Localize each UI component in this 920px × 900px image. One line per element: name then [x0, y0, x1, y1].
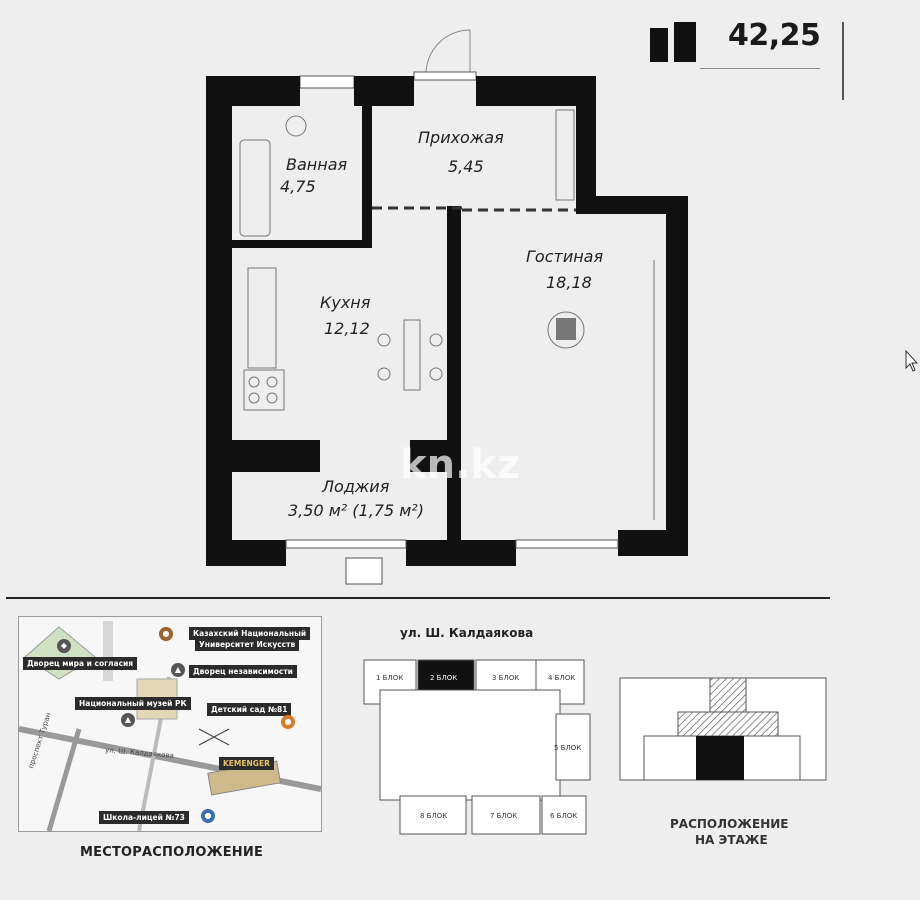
block-8-label: 8 БЛОК [420, 812, 447, 820]
watermark: kn.kz [400, 442, 520, 488]
block-3-label: 3 БЛОК [492, 674, 519, 682]
room-bath-name: Ванная [286, 155, 348, 174]
map-school-label: Школа-лицей №73 [99, 811, 189, 824]
map-museum-icon: ▲ [121, 713, 135, 727]
map-university-label-2: Университет Искусств [195, 638, 300, 651]
floor-plan: Ванная 4,75 Прихожая 5,45 Гостиная 18,18… [206, 29, 688, 585]
room-hall-name: Прихожая [418, 128, 504, 147]
block-2-label: 2 БЛОК [430, 674, 457, 682]
map-palace-independence-icon: ▲ [171, 663, 185, 677]
map-university-icon: ● [159, 627, 173, 641]
site-plan-street: ул. Ш. Калдаякова [400, 626, 534, 640]
map-palace-peace-label: Дворец мира и согласия [23, 657, 138, 670]
cursor-icon [905, 350, 919, 372]
block-6-label: 6 БЛОК [550, 812, 577, 820]
header-rule [700, 68, 820, 69]
block-7-label: 7 БЛОК [490, 812, 517, 820]
floor-position-caption-2: НА ЭТАЖЕ [695, 833, 768, 847]
floor-position-caption-1: РАСПОЛОЖЕНИЕ [670, 817, 788, 831]
room-bath-area: 4,75 [280, 177, 316, 196]
map-palace-independence-label: Дворец независимости [189, 665, 297, 678]
room-loggia-name: Лоджия [321, 477, 390, 496]
block-1-label: 1 БЛОК [376, 674, 403, 682]
floor-position-diagram: РАСПОЛОЖЕНИЕ НА ЭТАЖЕ [619, 677, 827, 847]
room-living-name: Гостиная [526, 247, 603, 266]
room-kitchen-name: Кухня [320, 293, 371, 312]
map-museum-label: Национальный музей РК [75, 697, 191, 710]
map-kindergarten-icon: ● [281, 715, 295, 729]
block-4-label: 4 БЛОК [548, 674, 575, 682]
apartment-type-icon [650, 22, 696, 62]
map-school-icon: ● [201, 809, 215, 823]
section-divider [6, 597, 830, 599]
map-university-label-1: Казахский Национальный [189, 627, 311, 640]
room-loggia-area: 3,50 м² (1,75 м²) [288, 501, 424, 520]
map-caption: МЕСТОРАСПОЛОЖЕНИЕ [80, 845, 264, 860]
block-5-label: 5 БЛОК [554, 744, 581, 752]
room-living-area: 18,18 [546, 273, 592, 292]
room-hall-area: 5,45 [448, 157, 484, 176]
site-plan: 1 БЛОК 2 БЛОК 3 БЛОК 4 БЛОК 5 БЛОК 6 БЛО… [363, 659, 591, 835]
total-area: 42,25 [728, 18, 821, 53]
room-kitchen-area: 12,12 [324, 319, 370, 338]
walls [206, 76, 688, 566]
location-map: Дворец мира и согласия ◆ Казахский Нацио… [18, 616, 322, 832]
map-landmark-icon: ◆ [57, 639, 71, 653]
header-divider [842, 22, 844, 100]
map-kemenger-label: KEMENGER [219, 757, 274, 770]
map-kindergarten-label: Детский сад №81 [207, 703, 292, 716]
